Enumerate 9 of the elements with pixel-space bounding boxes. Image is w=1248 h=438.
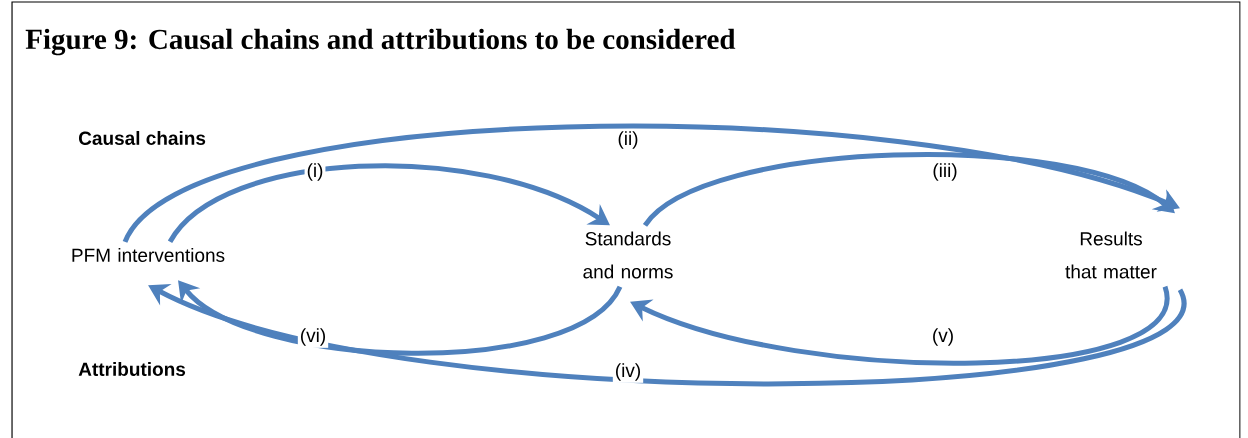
- curved-arrow: [643, 152, 1175, 228]
- node-text: Standards and norms: [583, 231, 673, 279]
- row-label: Causal chains: [79, 131, 206, 145]
- edge-label: (ii): [615, 129, 641, 151]
- edge-label: (iii): [930, 161, 960, 183]
- node-text: Results that matter: [1065, 231, 1157, 279]
- edge-label: (i): [304, 161, 326, 183]
- node-text: PFM interventions: [72, 248, 225, 262]
- figure-title: Figure 9: Causal chains and attributions to be considered: [25, 28, 736, 56]
